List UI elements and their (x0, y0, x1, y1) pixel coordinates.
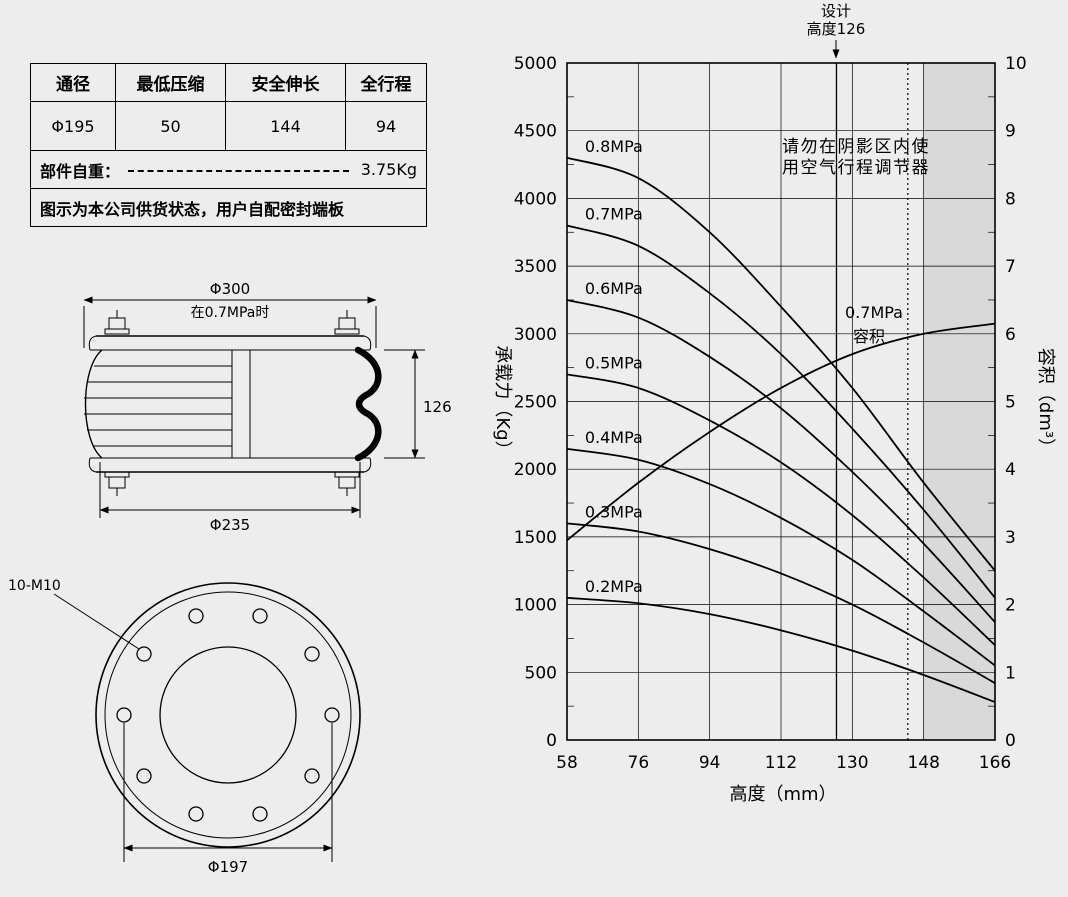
curve-label: 0.2MPa (585, 577, 643, 596)
value-full-stroke: 94 (345, 101, 427, 151)
side-view-drawing: Φ300 在0.7MPa时 (83, 280, 452, 534)
y-right-tick-label: 8 (1005, 189, 1016, 209)
y-left-tick-label: 4000 (514, 189, 557, 209)
curve-0.5MPa (566, 373, 996, 646)
value-min-compression: 50 (115, 101, 226, 151)
plot-border (566, 62, 996, 741)
supply-note: 图示为本公司供货状态，用户自配密封端板 (30, 188, 427, 227)
x-tick-label: 58 (556, 753, 578, 773)
curve-0.3MPa (566, 522, 996, 684)
x-tick-label: 112 (765, 753, 797, 773)
y-left-tick-label: 3000 (514, 325, 557, 345)
y-right-tick-label: 6 (1005, 325, 1016, 345)
y-left-tick-label: 2000 (514, 460, 557, 480)
value-safe-extension: 144 (225, 101, 346, 151)
y-left-tick-label: 0 (546, 731, 557, 751)
header-min-compression: 最低压缩 (115, 63, 226, 102)
curve-label: 0.7MPa (585, 204, 643, 223)
curve-label: 0.5MPa (585, 353, 643, 372)
y-left-tick-label: 2500 (514, 393, 557, 413)
y-left-tick-label: 3500 (514, 257, 557, 277)
x-tick-label: 148 (907, 753, 939, 773)
curve-0.7MPa (566, 224, 996, 599)
rubber-wall-profile (354, 346, 382, 462)
spec-value-row: Φ195 50 144 94 (30, 101, 427, 151)
y-left-tick-label: 1500 (514, 528, 557, 548)
curve-0.6MPa (566, 299, 996, 623)
y-left-tick-label: 500 (525, 663, 557, 683)
load-capacity-chart: 0.8MPa 0.7MPa 0.6MPa 0.5MPa 0.4MPa 0.3MPa 0.2M… (492, 2, 1056, 805)
spec-header-row: 通径 最低压缩 安全伸长 全行程 (30, 63, 427, 102)
value-diameter: Φ195 (30, 101, 116, 151)
header-full-stroke: 全行程 (345, 63, 427, 102)
weight-dash-line (128, 169, 349, 172)
volume-curve-label-line1: 0.7MPa (845, 303, 903, 322)
bottom-bolts (104, 471, 360, 496)
volume-curve-label-line2: 容积 (853, 327, 885, 346)
dim-top-diameter: Φ300 (210, 280, 250, 298)
y-right-tick-label: 0 (1005, 731, 1016, 751)
y-right-tick-label: 5 (1005, 393, 1016, 413)
curve-0.7MPa容积 (566, 322, 996, 541)
weight-label: 部件自重： (40, 161, 121, 181)
bolt-spec-label: 10-M10 (8, 578, 61, 594)
shaded-warning-line2: 用空气行程调节器 (782, 158, 930, 178)
weight-value: 3.75Kg (360, 160, 417, 179)
header-diameter: 通径 (30, 63, 116, 102)
curve-label: 0.3MPa (585, 502, 643, 521)
x-axis-title: 高度（mm） (729, 784, 836, 805)
leader-line (53, 593, 140, 650)
design-height-label-line1: 设计 (821, 2, 851, 20)
curve-0.8MPa (566, 156, 996, 572)
curve-label: 0.4MPa (585, 428, 643, 447)
curve-0.2MPa (566, 596, 996, 703)
curve-0.4MPa (566, 448, 996, 667)
y-right-tick-label: 1 (1005, 663, 1016, 683)
dim-height: 126 (423, 398, 452, 416)
spec-table: 通径 最低压缩 安全伸长 全行程 Φ195 50 144 94 部件自重： 3.… (30, 63, 427, 227)
curve-label: 0.6MPa (585, 279, 643, 298)
flange-circles (95, 582, 361, 848)
design-height-label-line2: 高度126 (807, 20, 866, 38)
curve-label: 0.8MPa (585, 137, 643, 156)
y-right-tick-label: 7 (1005, 257, 1016, 277)
top-bolts (104, 310, 360, 335)
y-left-tick-label: 4500 (514, 122, 557, 142)
y-right-tick-label: 4 (1005, 460, 1016, 480)
y-axis-title-left: 承载力（Kg） (492, 345, 513, 458)
x-tick-label: 76 (628, 753, 650, 773)
y-axis-title-right: 容积（dm³） (1035, 348, 1056, 456)
y-right-tick-label: 3 (1005, 528, 1016, 548)
shaded-warning-line1: 请勿在阴影区内使 (782, 136, 930, 157)
y-right-tick-label: 2 (1005, 596, 1016, 616)
dim-bottom-diameter: Φ235 (210, 516, 250, 534)
bolt-holes (116, 608, 340, 822)
dim-bolt-circle: Φ197 (208, 858, 248, 876)
y-left-tick-label: 5000 (514, 54, 557, 74)
header-safe-extension: 安全伸长 (225, 63, 346, 102)
dim-condition: 在0.7MPa时 (191, 305, 270, 321)
weight-row: 部件自重： 3.75Kg (30, 150, 427, 189)
y-right-tick-label: 9 (1005, 122, 1016, 142)
bellows-cross-section (84, 346, 382, 462)
top-plate (88, 335, 372, 351)
flange-view-drawing: 10-M10 Φ197 (8, 578, 361, 876)
bottom-plate (88, 457, 372, 473)
y-right-tick-label: 10 (1005, 54, 1027, 74)
x-tick-label: 130 (836, 753, 868, 773)
note-row: 图示为本公司供货状态，用户自配密封端板 (30, 188, 427, 227)
chart-plot-area: 0.8MPa 0.7MPa 0.6MPa 0.5MPa 0.4MPa 0.3MPa 0.2M… (514, 54, 1027, 773)
x-tick-label: 166 (979, 753, 1011, 773)
y-left-tick-label: 1000 (514, 596, 557, 616)
x-tick-label: 94 (699, 753, 721, 773)
